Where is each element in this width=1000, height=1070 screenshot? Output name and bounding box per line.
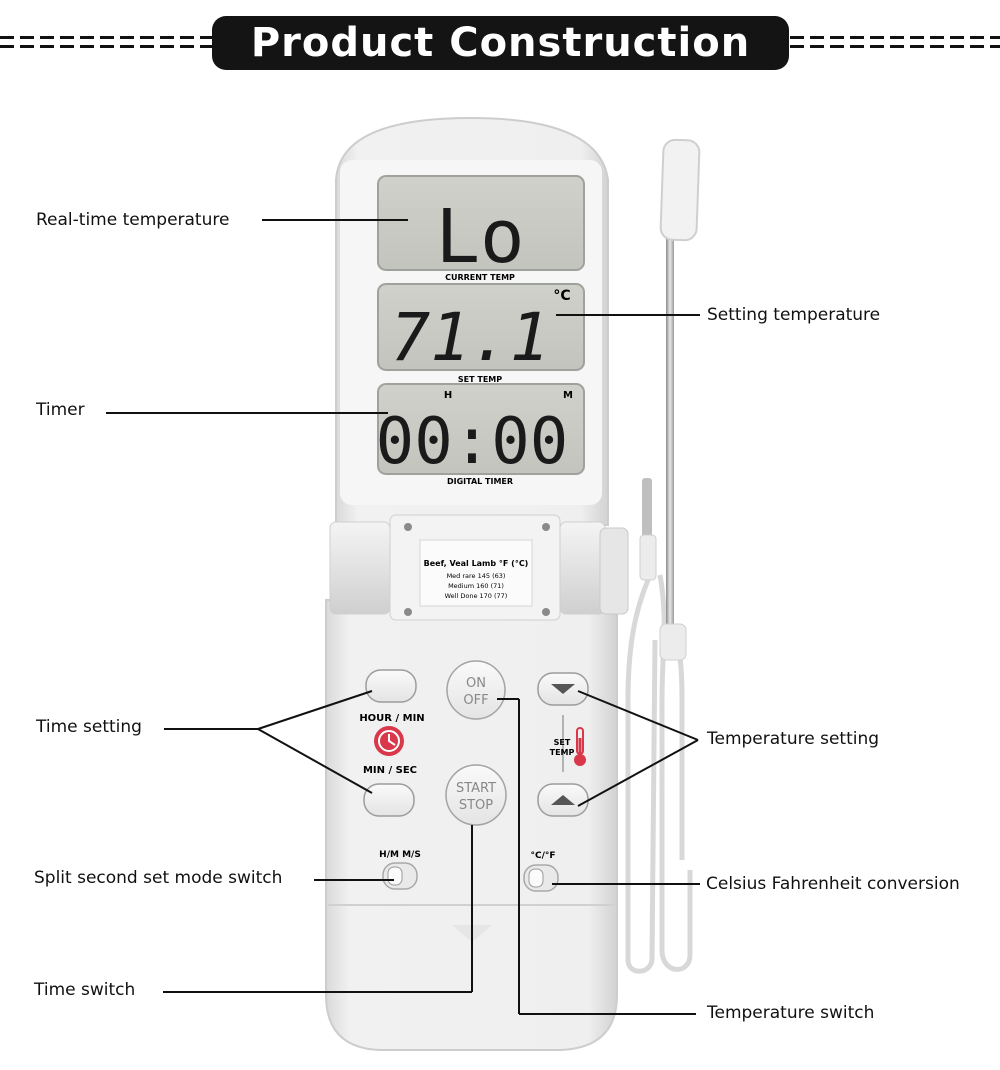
hour-min-button[interactable]: [365, 669, 417, 703]
lcd-timer: [377, 383, 585, 475]
callout-split-second-switch: Split second set mode switch: [34, 868, 283, 888]
triangle-up-icon: [551, 795, 575, 805]
hinge: [329, 514, 629, 621]
thermometer-icon: [574, 727, 586, 766]
callout-time-setting: Time setting: [36, 717, 142, 737]
callout-timer: Timer: [36, 400, 85, 420]
callout-setting-temperature: Setting temperature: [707, 305, 881, 325]
lcd-set-temp: [377, 283, 585, 371]
timer-reading: 00:00: [376, 405, 569, 479]
callout-temperature-switch: Temperature switch: [707, 1003, 875, 1023]
jack-plug: [639, 478, 657, 581]
set-temp-unit: °C: [553, 288, 570, 304]
callout-time-switch: Time switch: [34, 980, 136, 1000]
current-temp-label: CURRENT TEMP: [445, 273, 515, 282]
hm-ms-label: H/M M/S: [379, 850, 421, 860]
callout-temperature-setting: Temperature setting: [707, 729, 880, 749]
cf-label: °C/°F: [530, 851, 555, 861]
set-temp-line2: TEMP: [550, 748, 575, 757]
probe-rod: [659, 138, 701, 661]
min-sec-button[interactable]: [363, 783, 415, 817]
start-stop-label-1: START: [456, 781, 496, 796]
page-title: Product Construction: [250, 20, 751, 66]
timer-h-marker: H: [444, 390, 452, 401]
hour-min-label: HOUR / MIN: [359, 713, 424, 724]
current-temp-reading: Lo: [435, 194, 524, 280]
triangle-down-icon: [551, 684, 575, 694]
card-row: Med rare 145 (63): [447, 572, 506, 580]
lcd-current-temp: [377, 175, 585, 271]
clock-icon: [374, 726, 404, 756]
set-temp-line1: SET: [554, 738, 571, 747]
start-stop-button[interactable]: [445, 764, 507, 826]
callout-lines: [106, 219, 700, 1015]
header-left-dashes: [0, 34, 215, 52]
on-off-label-1: ON: [466, 676, 486, 691]
timer-label: DIGITAL TIMER: [447, 477, 513, 486]
callout-real-time-temperature: Real-time temperature: [36, 210, 230, 230]
set-temp-reading: 71.1: [391, 299, 550, 376]
set-temp-label: SET TEMP: [458, 375, 502, 384]
on-off-label-2: OFF: [463, 693, 488, 708]
card-row: Medium 160 (71): [448, 582, 504, 590]
header-banner: Product Construction: [212, 16, 789, 70]
on-off-button[interactable]: [446, 660, 506, 720]
callout-celsius-fahrenheit: Celsius Fahrenheit conversion: [706, 874, 960, 894]
header-right-dashes: [790, 34, 1000, 52]
min-sec-label: MIN / SEC: [363, 765, 417, 776]
card-row: Well Done 170 (77): [445, 592, 508, 600]
card-title: Beef, Veal Lamb °F (°C): [424, 559, 529, 568]
start-stop-label-2: STOP: [459, 798, 493, 813]
timer-m-marker: M: [563, 390, 573, 401]
